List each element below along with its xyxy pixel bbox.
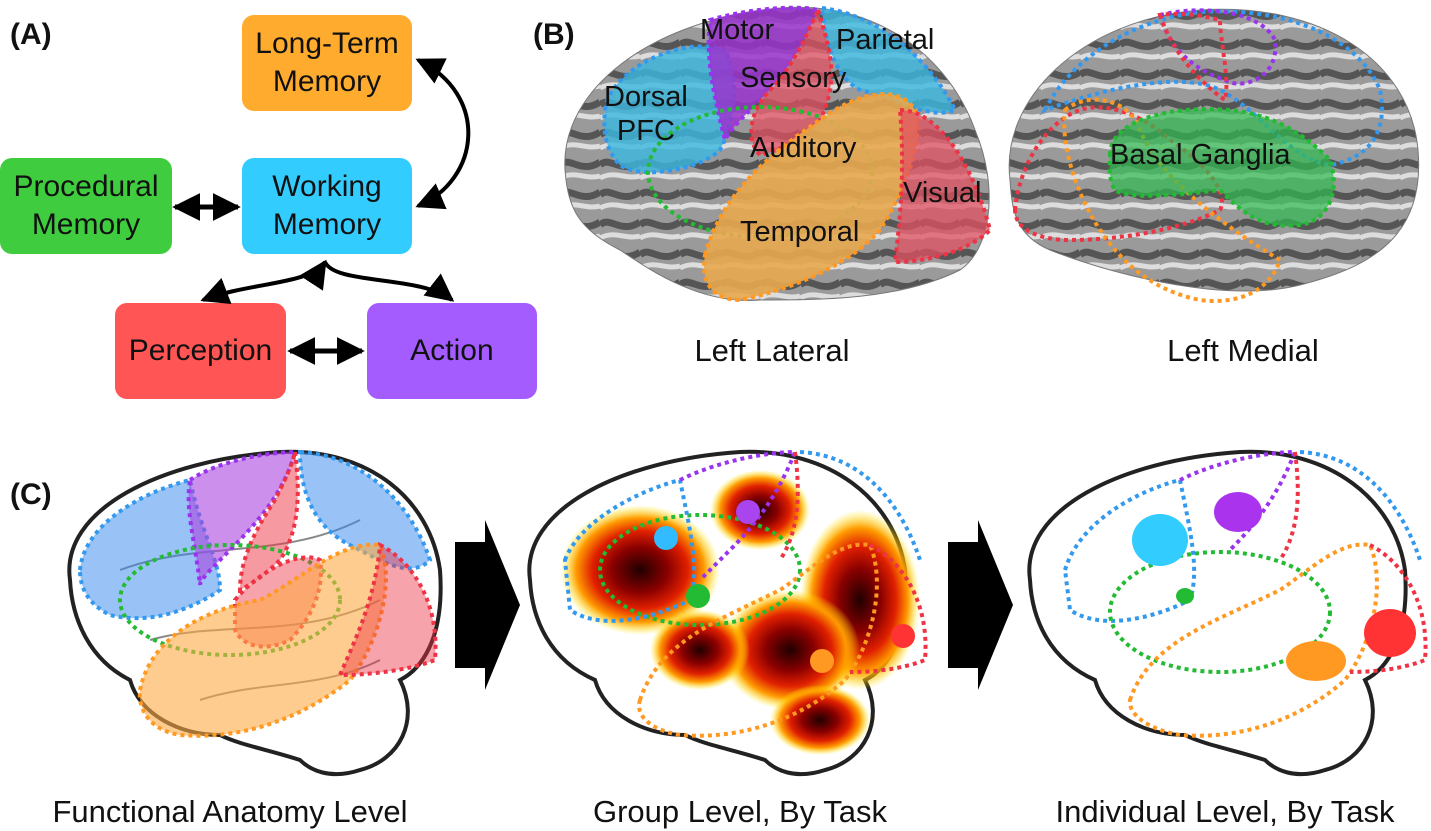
region-basal-ganglia [1107,107,1336,228]
wm-perception-arrow [200,259,327,305]
region-visual [336,541,438,678]
label-temporal: Temporal [740,216,860,248]
peak-motor [736,500,760,524]
medial-region-parietal [1040,9,1384,168]
region-parietal [819,5,958,115]
brain-functional [67,449,443,777]
region-parietal [297,449,433,571]
region-temporal [137,542,388,738]
label-auditory: Auditory [750,132,857,164]
peak-temporal [810,649,834,673]
region-dorsal-pfc [602,44,736,175]
peak-dorsal-pfc [654,526,678,550]
ltm-wm-arrow [415,58,471,210]
peak-basal-ganglia [686,584,710,608]
cluster-temporal [1286,641,1346,681]
action-box: Action [367,303,537,399]
wm-action-arrow [323,260,455,302]
cluster-motor [1214,492,1262,532]
panel-b-letter: (B) [533,18,575,51]
region-visual [892,107,993,265]
caption-left-lateral: Left Lateral [694,333,850,368]
medial-region-sensory [1157,11,1229,104]
caption-left-medial: Left Medial [1167,333,1319,368]
peak-visual [891,624,915,648]
arrow-to-group [455,520,520,690]
panel-c-letter: (C) [10,478,52,511]
label-basal-ganglia: Basal Ganglia [1110,139,1291,171]
cluster-basal-ganglia [1176,588,1194,604]
panel-a-letter: (A) [10,18,52,51]
brain-individual [1027,449,1428,777]
cluster-dorsal-pfc [1132,514,1188,566]
region-sensory [237,451,300,594]
region-motor [186,449,298,586]
caption-functional-anatomy: Functional Anatomy Level [52,794,408,829]
arrow-to-individual [948,520,1013,690]
procedural-memory-box: Procedural Memory [0,158,172,254]
working-memory-box: Working Memory [242,158,412,254]
long-term-memory-box: Long-Term Memory [242,15,412,111]
label-visual: Visual [903,177,982,209]
label-parietal: Parietal [836,24,935,56]
label-sensory: Sensory [740,62,847,94]
region-dorsal-pfc [77,477,223,621]
region-sensory [749,4,834,158]
medial-region-motor [1157,8,1278,86]
brain-outline [1027,449,1408,777]
cluster-visual [1364,609,1416,657]
caption-group-level: Group Level, By Task [592,794,888,829]
caption-individual-level: Individual Level, By Task [1055,794,1395,829]
label-dorsal-pfc: Dorsal PFC [604,81,688,147]
label-motor: Motor [700,14,775,46]
brain-group [527,449,928,777]
perception-box: Perception [115,303,286,399]
